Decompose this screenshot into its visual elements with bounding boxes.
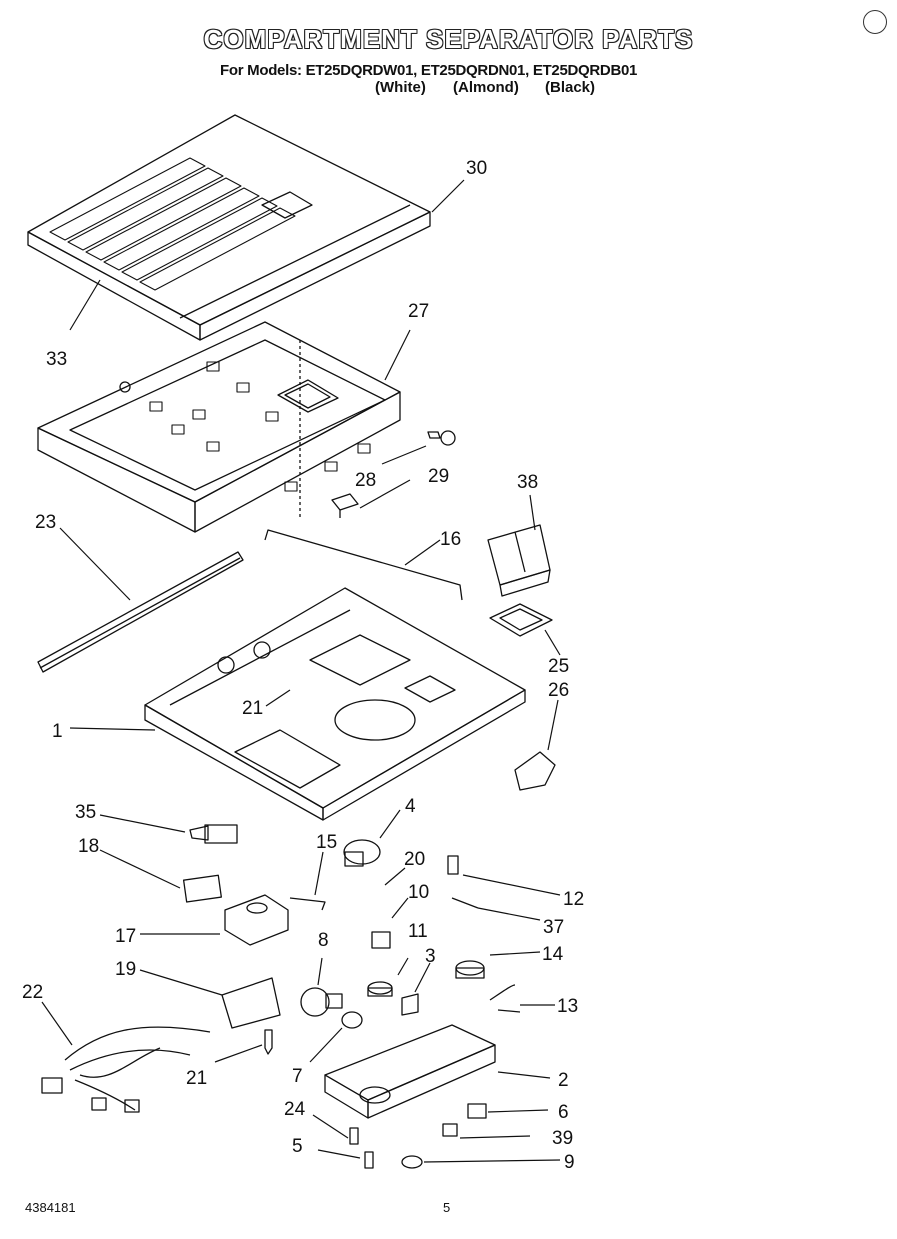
callout-22: 22 (22, 982, 43, 1003)
part-2-housing (324, 1024, 496, 1119)
page-title: COMPARTMENT SEPARATOR PARTS (203, 24, 694, 54)
callout-14: 14 (542, 944, 564, 965)
color-black: (Black) (545, 79, 596, 96)
part-16-rod (264, 529, 463, 601)
part-21-screw (264, 1029, 273, 1055)
callout-labels: 30 33 27 28 29 38 23 16 25 26 1 21 35 4 … (22, 158, 584, 1173)
document-number: 4384181 (25, 1200, 76, 1215)
callout-17: 17 (115, 926, 136, 947)
callout-7: 7 (292, 1066, 303, 1087)
part-25-gasket (489, 603, 553, 637)
part-11-knob (367, 981, 393, 997)
callout-25: 25 (548, 656, 569, 677)
part-22-harness (41, 1026, 211, 1113)
callout-11: 11 (408, 921, 428, 942)
callout-26: 26 (548, 680, 569, 701)
part-7-socket (341, 1011, 363, 1029)
part-35-latch (189, 824, 238, 844)
models-line: For Models: ET25DQRDW01, ET25DQRDN01, ET… (220, 62, 638, 79)
callout-24: 24 (284, 1099, 306, 1120)
corner-circle-mark (863, 10, 887, 34)
callout-6: 6 (558, 1102, 569, 1123)
part-38-cup (487, 524, 551, 597)
part-8-bulb (300, 987, 343, 1017)
callout-30: 30 (466, 158, 487, 179)
callout-23: 23 (35, 512, 56, 533)
part-10-switch (371, 931, 391, 949)
page-number: 5 (443, 1200, 451, 1215)
part-26-bracket (514, 751, 556, 791)
part-27-upper-frame (37, 321, 401, 533)
callout-2: 2 (558, 1070, 569, 1091)
callout-29: 29 (428, 466, 449, 487)
callout-13: 13 (557, 996, 578, 1017)
part-15-wire (289, 897, 326, 911)
callout-1: 1 (52, 721, 63, 742)
callout-38: 38 (517, 472, 538, 493)
part-23-strip (37, 551, 244, 673)
part-12-screw (447, 855, 459, 875)
callout-16: 16 (440, 529, 461, 550)
part-39-nut (442, 1123, 458, 1137)
part-5-screw (364, 1151, 374, 1169)
part-13-tube (489, 984, 521, 1013)
callout-33: 33 (46, 349, 67, 370)
part-17-housing (224, 894, 289, 946)
callout-4: 4 (405, 796, 416, 817)
callout-9: 9 (564, 1152, 575, 1173)
part-1-separator-base (144, 587, 526, 821)
callout-12: 12 (563, 889, 584, 910)
callout-28: 28 (355, 470, 376, 491)
callout-20: 20 (404, 849, 425, 870)
part-3-clip (401, 993, 419, 1016)
color-almond: (Almond) (453, 79, 519, 96)
callout-37: 37 (543, 917, 564, 938)
callout-18: 18 (78, 836, 99, 857)
part-18-frame (182, 874, 222, 903)
leader-lines (41, 179, 561, 1163)
part-37-wire (451, 897, 479, 909)
part-19-panel (221, 977, 281, 1029)
callout-10: 10 (408, 882, 429, 903)
callout-21-bottom: 21 (186, 1068, 207, 1089)
part-24-screw (349, 1127, 359, 1145)
callout-39: 39 (552, 1128, 573, 1149)
part-6-connector (467, 1103, 487, 1119)
part-29-clip (331, 493, 359, 518)
callout-21-top: 21 (242, 698, 263, 719)
callout-19: 19 (115, 959, 136, 980)
color-white: (White) (375, 79, 426, 96)
part-30-top-cover (27, 114, 431, 341)
part-9-washer (401, 1155, 423, 1169)
callout-8: 8 (318, 930, 329, 951)
callout-35: 35 (75, 802, 96, 823)
callout-15: 15 (316, 832, 337, 853)
callout-5: 5 (292, 1136, 303, 1157)
callout-27: 27 (408, 301, 429, 322)
part-4-cam (343, 839, 381, 867)
part-28-screw (427, 430, 456, 446)
callout-3: 3 (425, 946, 436, 967)
part-14-gear (455, 960, 485, 979)
